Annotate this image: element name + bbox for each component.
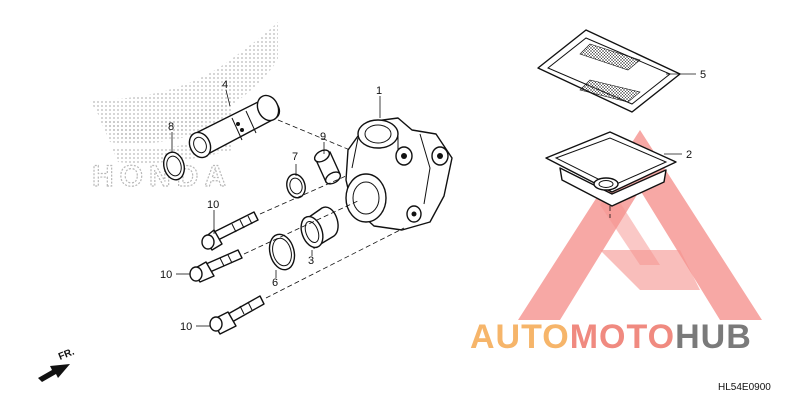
- callout-2: 2: [686, 149, 692, 161]
- callout-7: 7: [292, 151, 298, 163]
- part-7-o-ring: [286, 173, 306, 199]
- alignment-lines: [243, 119, 611, 299]
- callout-5: 5: [700, 69, 706, 81]
- honda-logo-text: HONDA: [92, 160, 232, 193]
- front-label: FR.: [57, 346, 76, 362]
- front-arrow-icon: [38, 364, 70, 382]
- callout-8: 8: [168, 121, 174, 133]
- part-1-oil-pump-body: [345, 117, 453, 231]
- watermark-wordmark: AUTOMOTOHUB: [470, 318, 752, 356]
- callout-10-middle: 10: [160, 269, 172, 281]
- part-10-bolt-top: [201, 211, 259, 251]
- callout-3: 3: [308, 255, 314, 267]
- watermark-part-hub: HUB: [675, 318, 752, 356]
- part-9-dowel-pin: [313, 149, 342, 185]
- callout-4: 4: [222, 79, 228, 91]
- callout-6: 6: [272, 277, 278, 289]
- watermark-text: AUTOMOTOHUB: [470, 318, 752, 356]
- watermark-triangle: [518, 130, 762, 320]
- diagram-code: HL54E0900: [718, 382, 771, 393]
- part-4-shaft: [188, 94, 281, 159]
- callout-10-bottom: 10: [180, 321, 192, 333]
- part-6-o-ring: [268, 233, 296, 271]
- part-2-oil-strainer: [545, 131, 677, 207]
- watermark-part-auto: AUTO: [470, 318, 570, 356]
- callout-1: 1: [376, 85, 382, 97]
- part-8-o-ring: [162, 151, 186, 181]
- part-3-collar: [300, 206, 339, 249]
- callout-9: 9: [320, 131, 326, 143]
- watermark-part-moto: MOTO: [570, 318, 675, 356]
- part-5-filter-screen: [537, 29, 681, 113]
- part-10-bolt-bottom: [209, 295, 265, 335]
- front-direction-indicator: FR.: [38, 346, 76, 382]
- callout-labels: 1 2 3 4 5 6 7 8 9 10 10 10: [160, 69, 706, 333]
- leader-lines: [171, 73, 696, 327]
- callout-10-top: 10: [207, 199, 219, 211]
- part-10-bolt-middle: [189, 249, 243, 283]
